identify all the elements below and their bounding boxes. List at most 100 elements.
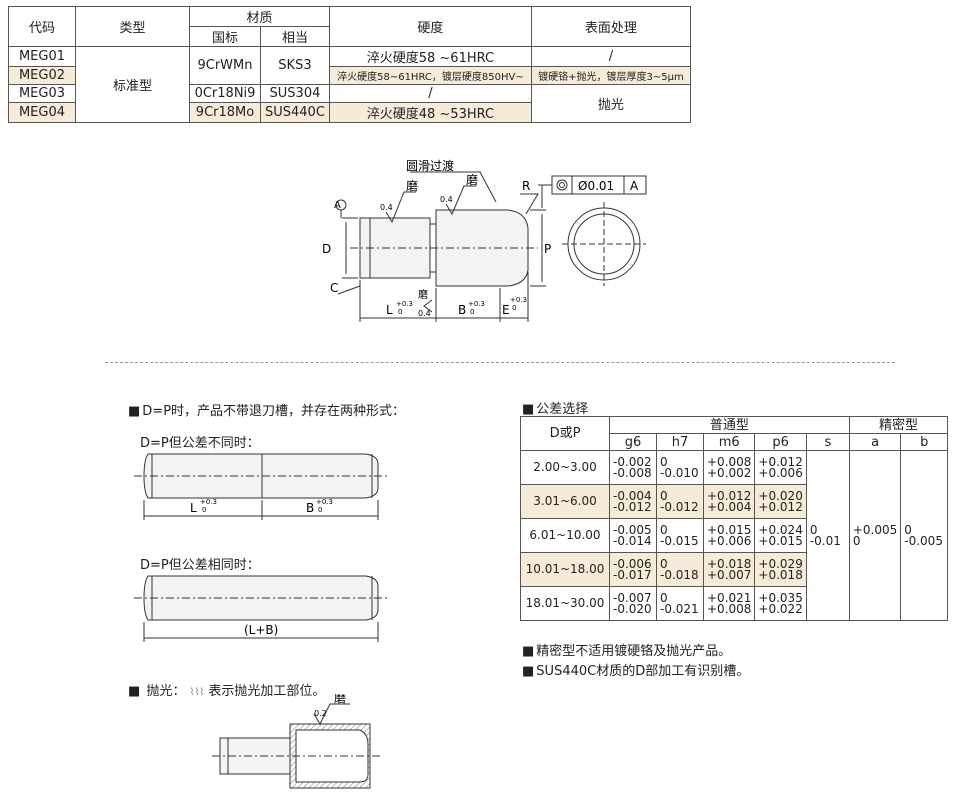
tol-value: -0.021 (660, 601, 699, 616)
col-m6: m6 (702, 433, 756, 451)
header-material: 材质 (189, 6, 330, 27)
header-equiv: 相当 (260, 26, 330, 47)
tol-value: +0.006 (707, 533, 752, 548)
roughness-label: 0.4 (418, 309, 431, 318)
datum-a-label: A (334, 200, 341, 211)
tol-value: -0.017 (613, 567, 652, 582)
l-label: L (386, 303, 393, 317)
tol-s-cell: 0-0.01 (805, 450, 850, 621)
tol-value: +0.007 (707, 567, 752, 582)
material-gb-cell: 0Cr18Ni9 (189, 84, 261, 103)
tol-value: +0.012 (707, 488, 752, 503)
section-divider (105, 362, 895, 363)
pin-case2-drawing: (L+B) (134, 575, 390, 642)
tol-value: +0.029 (758, 556, 803, 571)
case1-label: D=P但公差不同时： (140, 436, 260, 451)
col-p6: p6 (754, 433, 807, 451)
tol-g6-cell: -0.004-0.012 (609, 484, 657, 519)
code-cell: MEG03 (8, 84, 76, 103)
b-plus: +0.3 (316, 498, 333, 506)
c-label: C (330, 281, 338, 295)
d-label: D (322, 242, 331, 256)
tol-h7-cell: 0-0.021 (656, 586, 704, 621)
grind-label: 磨 (418, 289, 428, 301)
polish-symbol: ⌇⌇⌇ (189, 687, 205, 698)
tol-value: 0 (809, 522, 818, 537)
l-zero: 0 (398, 308, 402, 316)
tol-p6-cell: +0.029+0.018 (754, 552, 807, 587)
group-precise: 精密型 (848, 416, 949, 434)
e-zero: 0 (512, 304, 516, 312)
tol-g6-cell: -0.005-0.014 (609, 518, 657, 553)
range-cell: 2.00~3.00 (520, 450, 610, 485)
pin-case1-drawing: L +0.3 0 B +0.3 0 (134, 453, 390, 520)
surface-cell: 镀硬铬+抛光，镀层厚度3~5μm (530, 66, 691, 85)
grind-label: 磨 (406, 179, 418, 193)
type-cell: 标准型 (75, 46, 190, 123)
lb-label: (L+B) (244, 623, 278, 637)
col-d: D或P (520, 416, 610, 451)
material-equiv-cell: SUS440C (260, 102, 330, 123)
tol-value: +0.005 (852, 522, 898, 537)
tol-value: 0 (660, 590, 668, 605)
tol-p6-cell: +0.020+0.012 (754, 484, 807, 519)
col-h7: h7 (656, 433, 704, 451)
hardness-cell: 淬火硬度48 ~53HRC (328, 102, 532, 123)
tol-value: +0.035 (758, 590, 803, 605)
tol-g6-cell: -0.006-0.017 (609, 552, 657, 587)
tol-value: -0.004 (613, 488, 652, 503)
hardness-cell: 淬火硬度58~61HRC，镀层硬度850HV~ (328, 66, 532, 85)
surface-cell: 抛光 (530, 84, 691, 123)
header-surface: 表面处理 (530, 6, 691, 47)
tol-value: -0.012 (660, 499, 699, 514)
case2-label: D=P但公差相同时： (140, 558, 260, 573)
tol-m6-cell: +0.021+0.008 (702, 586, 756, 621)
tol-h7-cell: 0-0.018 (656, 552, 704, 587)
material-equiv-cell: SUS304 (260, 84, 330, 103)
tol-value: -0.007 (613, 590, 652, 605)
b-label: B (458, 303, 466, 317)
col-b: b (900, 433, 949, 451)
tol-m6-cell: +0.008+0.002 (702, 450, 756, 485)
tol-h7-cell: 0-0.015 (656, 518, 704, 553)
tol-value: +0.020 (758, 488, 803, 503)
group-normal: 普通型 (609, 416, 850, 434)
range-cell: 3.01~6.00 (520, 484, 610, 519)
tol-value: +0.004 (707, 499, 752, 514)
tol-value: 0 (904, 522, 912, 537)
l-plus: +0.3 (200, 498, 217, 506)
tol-p6-cell: +0.035+0.022 (754, 586, 807, 621)
p-label: P (544, 242, 551, 256)
l-zero: 0 (202, 506, 206, 514)
tolerance-table: D或P 普通型 精密型 g6 h7 m6 p6 s a b 2.00~3.00-… (520, 416, 949, 621)
note-sus440c: SUS440C材质的D部加工有识别槽。 (522, 660, 749, 679)
surface-cell: / (530, 46, 691, 67)
tol-value: -0.012 (613, 499, 652, 514)
r-label: R (522, 179, 530, 193)
grind-label: 磨 (466, 173, 478, 187)
tol-value: -0.010 (660, 465, 699, 480)
tol-value: -0.014 (613, 533, 652, 548)
tol-value: -0.006 (613, 556, 652, 571)
tol-value: +0.006 (758, 465, 803, 480)
tol-value: 0 (852, 533, 861, 548)
col-s: s (805, 433, 850, 451)
tol-h7-cell: 0-0.012 (656, 484, 704, 519)
polish-label: 抛光： (146, 684, 186, 699)
tol-p6-cell: +0.012+0.006 (754, 450, 807, 485)
tol-value: +0.024 (758, 522, 803, 537)
tol-value: -0.002 (613, 454, 652, 469)
tol-value: -0.01 (809, 533, 841, 548)
tol-value: +0.018 (707, 556, 752, 571)
code-cell: MEG02 (8, 66, 76, 85)
tol-b-cell: 0-0.005 (900, 450, 949, 621)
b-zero: 0 (470, 308, 474, 316)
note-precise: 精密型不适用镀硬铬及抛光产品。 (522, 640, 731, 659)
tol-value: +0.008 (707, 454, 752, 469)
tol-value: +0.008 (707, 601, 752, 616)
e-plus: +0.3 (510, 296, 527, 304)
